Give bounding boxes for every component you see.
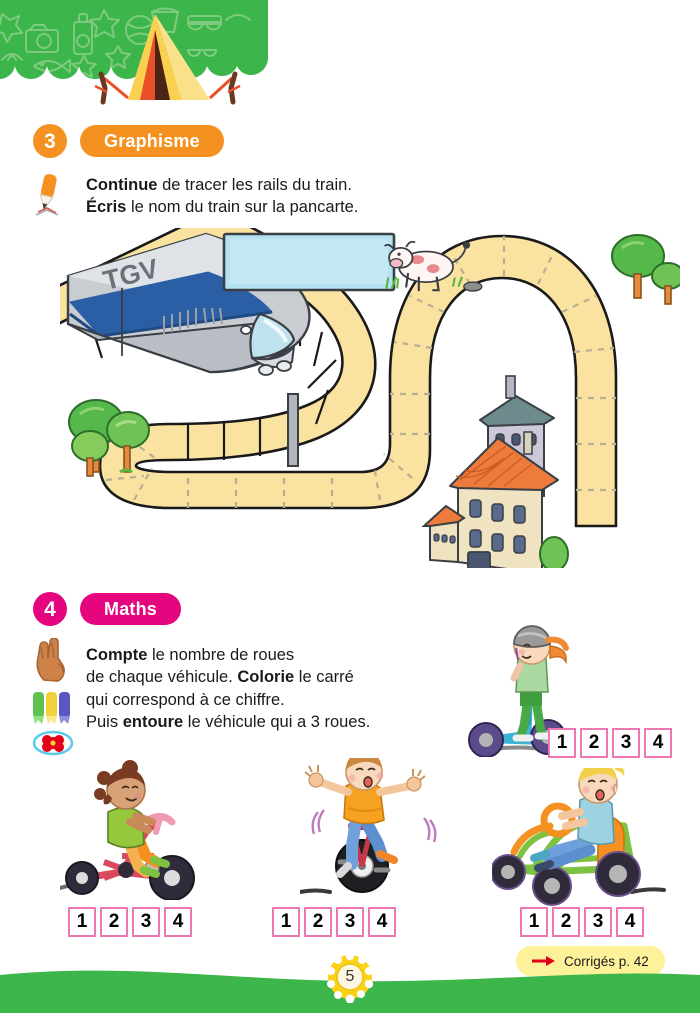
answer-box-1[interactable]: 1 <box>68 907 96 937</box>
answer-boxes-scooter[interactable]: 1 2 3 4 <box>548 728 672 758</box>
page-number: 5 <box>345 968 355 985</box>
instr4-line3: qui correspond à ce chiffre. <box>86 690 285 709</box>
exercise-4-instructions: Compte le nombre de roues de chaque véhi… <box>86 644 370 733</box>
answer-box-1[interactable]: 1 <box>272 907 300 937</box>
answer-box-2[interactable]: 2 <box>580 728 608 758</box>
answer-box-2[interactable]: 2 <box>552 907 580 937</box>
answer-box-3[interactable]: 3 <box>132 907 160 937</box>
instr4-line2-rest: le carré <box>294 668 354 687</box>
exercise-4-header: 4 Maths <box>33 592 182 626</box>
cow-illustration <box>383 240 483 292</box>
exercise-3-number: 3 <box>33 124 67 158</box>
answer-box-1[interactable]: 1 <box>520 907 548 937</box>
vehicle-unicycle <box>300 758 450 903</box>
page-number-badge: 5 <box>327 951 374 1004</box>
instr4-line2-bold: Colorie <box>237 668 295 687</box>
answer-box-3[interactable]: 3 <box>612 728 640 758</box>
answer-boxes-gokart[interactable]: 1 2 3 4 <box>520 907 644 937</box>
instr3-line2-rest: le nom du train sur la pancarte. <box>126 198 359 217</box>
answer-box-4[interactable]: 4 <box>368 907 396 937</box>
answer-box-1[interactable]: 1 <box>548 728 576 758</box>
arrow-right-icon <box>532 956 555 966</box>
answer-boxes-tricycle[interactable]: 1 2 3 4 <box>68 907 192 937</box>
answer-box-4[interactable]: 4 <box>616 907 644 937</box>
corriges-label: Corrigés p. 42 <box>564 953 649 969</box>
instr4-line4-rest: le véhicule qui a 3 roues. <box>183 712 371 731</box>
tent-illustration <box>94 14 241 105</box>
track-sleepers-dashed <box>105 236 616 508</box>
instr3-line1-bold: Continue <box>86 176 158 194</box>
trees-left <box>68 399 150 477</box>
instr4-line1-rest: le nombre de roues <box>147 646 295 664</box>
header-banner <box>0 0 268 108</box>
answer-box-2[interactable]: 2 <box>304 907 332 937</box>
vehicle-go-kart <box>492 768 672 908</box>
instr4-line4-bold: entoure <box>122 712 184 731</box>
exercise-4-title: Maths <box>80 593 182 625</box>
corriges-link[interactable]: Corrigés p. 42 <box>516 946 665 976</box>
train-track-illustration: TGV <box>60 228 680 568</box>
rail-track <box>60 228 618 528</box>
hand-two-fingers-icon <box>32 637 72 687</box>
instr4-line2-a: de chaque véhicule. <box>86 668 238 687</box>
answer-box-2[interactable]: 2 <box>100 907 128 937</box>
exercise-3-instructions: Continue de tracer les rails du train. É… <box>86 174 358 219</box>
pencil-icon <box>32 172 62 223</box>
exercise-3-header: 3 Graphisme <box>33 124 224 158</box>
answer-boxes-unicycle[interactable]: 1 2 3 4 <box>272 907 396 937</box>
answer-box-4[interactable]: 4 <box>644 728 672 758</box>
instr3-line1-rest: de tracer les rails du train. <box>157 176 352 194</box>
answer-box-3[interactable]: 3 <box>336 907 364 937</box>
exercise-4-number: 4 <box>33 592 67 626</box>
vehicle-tricycle <box>60 760 220 900</box>
exercise-3-title: Graphisme <box>80 125 224 157</box>
instr4-line1-bold: Compte <box>86 646 148 664</box>
instr4-line4-a: Puis <box>86 712 123 731</box>
felt-pens-icon <box>30 688 74 735</box>
flower-stamp-icon <box>32 728 74 763</box>
answer-box-4[interactable]: 4 <box>164 907 192 937</box>
signboard <box>222 232 396 467</box>
house-illustration <box>421 375 569 568</box>
instr3-line2-bold: Écris <box>86 198 127 217</box>
trees-right <box>611 234 680 305</box>
answer-box-3[interactable]: 3 <box>584 907 612 937</box>
